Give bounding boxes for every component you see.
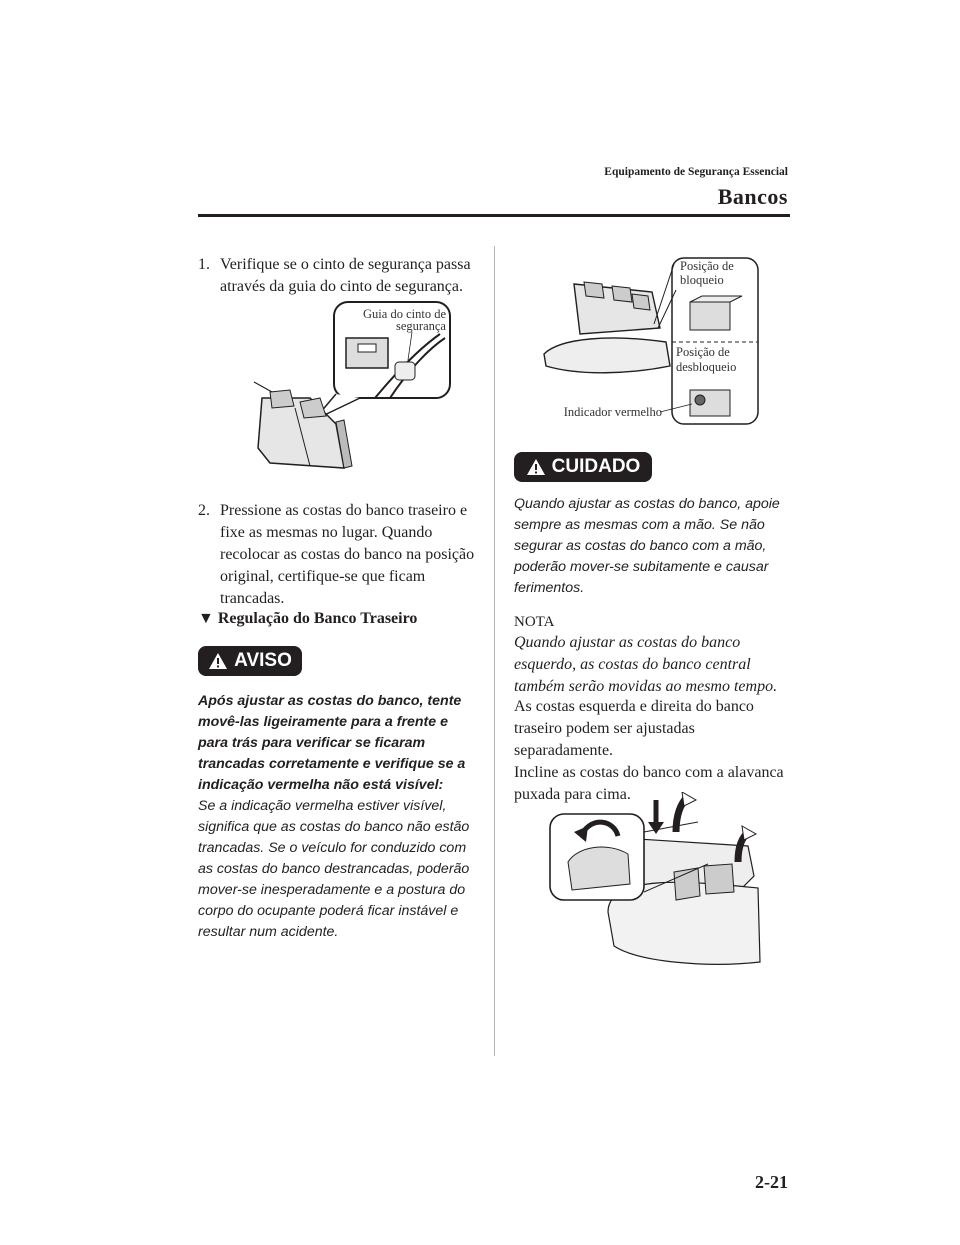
chapter-title: Bancos	[717, 184, 788, 209]
unlock-label-line2: desbloqueio	[676, 360, 736, 374]
page-number: 2-21	[755, 1172, 788, 1192]
warning-triangle-icon	[209, 653, 228, 669]
aviso-bold-text: Após ajustar as costas do banco, tente m…	[198, 693, 466, 793]
aviso-badge: AVISO	[198, 646, 302, 676]
unlock-label-line1: Posição de	[676, 345, 730, 359]
nota-text: Quando ajustar as costas do banco esquer…	[514, 634, 778, 695]
red-indicator-label: Indicador vermelho	[564, 405, 662, 419]
aviso-text: Após ajustar as costas do banco, tente m…	[198, 691, 480, 943]
lock-position-figure: Posição de bloqueio Posição de desbloque…	[543, 257, 759, 425]
cuidado-label: CUIDADO	[551, 456, 641, 477]
cuidado-badge: CUIDADO	[514, 452, 652, 482]
step-2-number: 2.	[198, 502, 210, 519]
aviso-body-text: Se a indicação vermelha estiver visível,…	[198, 798, 470, 940]
seatbelt-guide-figure: Guia do cinto de segurança	[253, 301, 451, 469]
header-rule	[198, 214, 790, 217]
seatbelt-guide-label-line2: segurança	[396, 319, 446, 333]
paragraph-tilt-instruction: Incline as costas do banco com a alavanc…	[514, 764, 784, 803]
lock-label-line2: bloqueio	[680, 273, 724, 287]
lever-figure	[549, 792, 761, 965]
step-2: 2. Pressione as costas do banco traseiro…	[198, 500, 480, 610]
section-title: Equipamento de Segurança Essencial	[604, 166, 788, 178]
nota-title: NOTA	[514, 614, 555, 630]
step-1-text: Verifique se o cinto de segurança passa …	[220, 256, 471, 295]
step-2-text: Pressione as costas do banco traseiro e …	[220, 502, 475, 607]
column-divider	[494, 246, 495, 1056]
warning-triangle-icon	[526, 459, 545, 475]
subheading-text: Regulação do Banco Traseiro	[217, 610, 418, 627]
lock-label-line1: Posição de	[680, 259, 734, 273]
nota-block: NOTA Quando ajustar as costas do banco e…	[514, 612, 790, 698]
subheading: ▼ Regulação do Banco Traseiro	[198, 610, 417, 628]
subheading-marker-icon: ▼	[198, 610, 214, 627]
paragraph-separate-adjust: As costas esquerda e direita do banco tr…	[514, 698, 754, 759]
cuidado-text: Quando ajustar as costas do banco, apoie…	[514, 496, 780, 596]
step-1: 1. Verifique se o cinto de segurança pas…	[198, 254, 480, 298]
seatbelt-guide-label-line1: Guia do cinto de	[363, 307, 446, 321]
step-1-number: 1.	[198, 256, 210, 273]
aviso-label: AVISO	[234, 650, 292, 671]
